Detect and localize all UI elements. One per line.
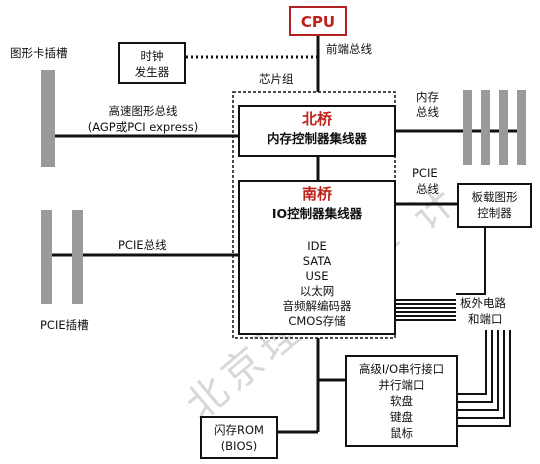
- sb-item-cmos: CMOS存储: [288, 314, 346, 328]
- cpu-box: CPU: [289, 6, 347, 36]
- pcie-slot-label: PCIE插槽: [40, 318, 89, 332]
- north-bridge-box: 北桥 内存控制器集线器: [238, 105, 396, 157]
- pcie-right-label-2: 总线: [416, 182, 439, 196]
- memory-slot-1: [463, 90, 472, 165]
- graphics-slot-bar: [41, 70, 55, 167]
- clock-line-2: 发生器: [134, 65, 170, 79]
- sb-item-audio: 音频解编码器: [282, 299, 352, 313]
- board-circuit-lines: [395, 228, 511, 427]
- io-line-serial: 高级I/O串行接口: [358, 362, 445, 376]
- sb-item-ide: IDE: [307, 239, 327, 253]
- sb-item-use: USE: [305, 269, 329, 283]
- onboard-graphics-line-1: 板载图形: [471, 190, 518, 204]
- memory-slot-4: [517, 90, 526, 165]
- north-bridge-subtitle: 内存控制器集线器: [266, 131, 367, 146]
- onboard-graphics-line-2: 控制器: [477, 206, 512, 220]
- chipset-label: 芯片组: [259, 72, 294, 86]
- io-line-keyboard: 键盘: [390, 410, 413, 424]
- pcie-right-label-1: PCIE: [412, 166, 438, 180]
- flash-rom-box: 闪存ROM (BIOS): [200, 416, 278, 459]
- cpu-label: CPU: [300, 13, 336, 31]
- memory-bus-label-1: 内存: [416, 90, 439, 104]
- board-circuit-label-1: 板外电路: [460, 296, 506, 310]
- clock-box: 时钟 发生器: [118, 42, 186, 84]
- pcie-slot-2: [72, 210, 83, 304]
- pcie-slot-1: [41, 210, 52, 304]
- south-bridge-box: 南桥 IO控制器集线器 IDE SATA USE 以太网 音频解编码器 CMOS…: [238, 180, 396, 335]
- io-line-mouse: 鼠标: [390, 426, 413, 440]
- sb-item-ethernet: 以太网: [299, 284, 335, 298]
- agp-label-1: 高速图形总线: [108, 104, 178, 118]
- board-circuit-label-2: 和端口: [468, 312, 503, 326]
- io-line-floppy: 软盘: [390, 394, 413, 408]
- memory-slot-2: [481, 90, 490, 165]
- graphics-slot-label: 图形卡插槽: [10, 46, 68, 60]
- sb-item-sata: SATA: [302, 254, 332, 268]
- south-bridge-title: 南桥: [301, 185, 332, 203]
- memory-slot-3: [499, 90, 508, 165]
- pcie-left-label: PCIE总线: [118, 238, 167, 252]
- south-bridge-subtitle: IO控制器集线器: [271, 206, 363, 221]
- north-bridge-title: 北桥: [301, 110, 332, 128]
- memory-bus-label-2: 总线: [416, 105, 439, 119]
- onboard-graphics-box: 板载图形 控制器: [457, 183, 532, 228]
- io-line-parallel: 并行端口: [378, 378, 425, 392]
- io-box: 高级I/O串行接口 并行端口 软盘 键盘 鼠标: [345, 355, 458, 447]
- flash-line-2: (BIOS): [220, 439, 258, 453]
- front-bus-label: 前端总线: [326, 42, 372, 56]
- clock-line-1: 时钟: [140, 49, 164, 63]
- agp-label-2: (AGP或PCI express): [87, 120, 199, 134]
- flash-line-1: 闪存ROM: [214, 423, 264, 437]
